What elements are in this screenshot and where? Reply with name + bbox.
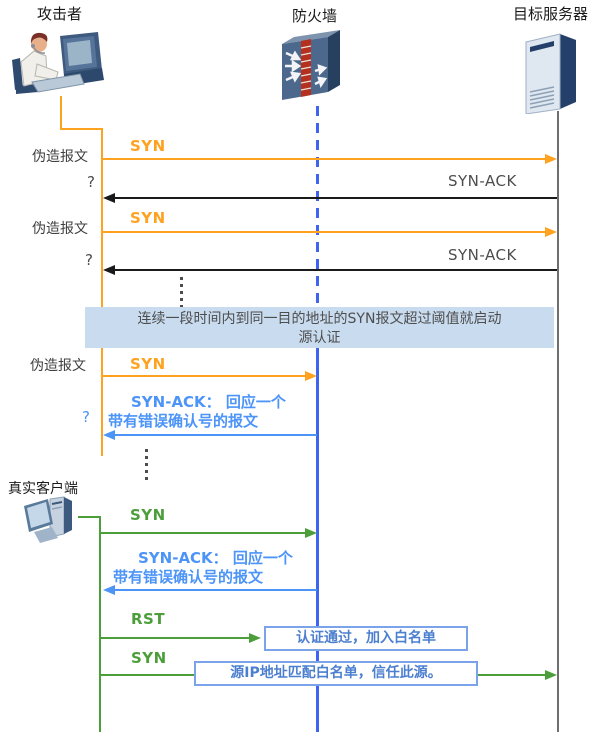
firewall-lifeline-solid [316,346,319,732]
client-desktop-icon [24,496,72,543]
syn-arrow-3 [103,375,305,377]
synack-arrowhead-1 [103,193,115,203]
synack-reply-arrow-2 [115,589,317,591]
client-lifeline [99,516,101,732]
server-lifeline [557,111,559,732]
syn-label: SYN [130,137,166,155]
firewall-title: 防火墙 [292,7,338,25]
syn-arrowhead-1 [545,154,557,164]
question-mark-2: ? [85,251,93,269]
rst-arrowhead [249,633,261,643]
question-mark-1: ? [87,173,95,191]
firewall-brick-box-icon [282,30,340,100]
firewall-lifeline-dashed [316,106,319,308]
firewall-reply-line2: 带有错误确认号的报文 [108,412,259,430]
synack-reply-arrow-1 [115,434,317,436]
forged-packet-label: 伪造报文 [32,221,88,237]
client-title: 真实客户端 [8,481,78,497]
synack-arrowhead-2 [103,265,115,275]
attacker-lifeline-jog [60,128,103,130]
client-syn-arrowhead-2 [545,670,557,680]
client-syn-arrow-1 [101,532,305,534]
attacker-lifeline [101,128,103,456]
rst-label: RST [131,610,166,628]
attacker-title: 攻击者 [37,5,83,23]
attacker-lifeline-drop [60,96,62,130]
client-syn-arrow-2-right [478,674,545,676]
client-lifeline-jog [78,516,100,518]
firewall-reply-line1: SYN-ACK： 回应一个 [138,549,293,567]
firewall-reply-line1: SYN-ACK： 回应一个 [131,393,286,411]
synack-arrow-2 [115,269,557,271]
synack-label-1: SYN-ACK [448,172,517,190]
synack-label-2: SYN-ACK [448,246,517,264]
whitelist-match-box: 源IP地址匹配白名单，信任此源。 [194,661,478,686]
ellipsis-dots-2 [145,449,148,483]
synack-reply-arrowhead-1 [103,430,115,440]
source-auth-band: 连续一段时间内到同一目的地址的SYN报文超过阈值就启动 源认证 [85,307,554,348]
auth-pass-box: 认证通过，加入白名单 [264,626,468,651]
band-text-line1: 连续一段时间内到同一目的地址的SYN报文超过阈值就启动 [137,311,502,327]
syn-label: SYN [130,209,166,227]
syn-label: SYN [130,355,166,373]
syn-label: SYN [130,506,166,524]
forged-packet-label: 伪造报文 [30,358,86,374]
band-text-line2: 源认证 [298,330,341,346]
synack-arrow-1 [115,197,557,199]
syn-arrow-2 [103,231,545,233]
client-syn-arrow-2-left [101,674,194,676]
server-title: 目标服务器 [513,5,589,23]
server-tower-icon [525,33,576,114]
attacker-person-at-computer-icon [12,32,104,94]
synack-reply-arrowhead-2 [103,585,115,595]
firewall-reply-line2: 带有错误确认号的报文 [113,568,264,586]
question-mark-3: ? [82,408,90,426]
ellipsis-dots-1 [180,277,183,307]
forged-packet-label: 伪造报文 [32,149,88,165]
syn-arrowhead-3 [305,371,317,381]
client-syn-arrowhead-1 [305,528,317,538]
rst-arrow [101,637,249,639]
syn-arrow-1 [103,158,545,160]
syn-label: SYN [131,649,167,667]
syn-arrowhead-2 [545,227,557,237]
